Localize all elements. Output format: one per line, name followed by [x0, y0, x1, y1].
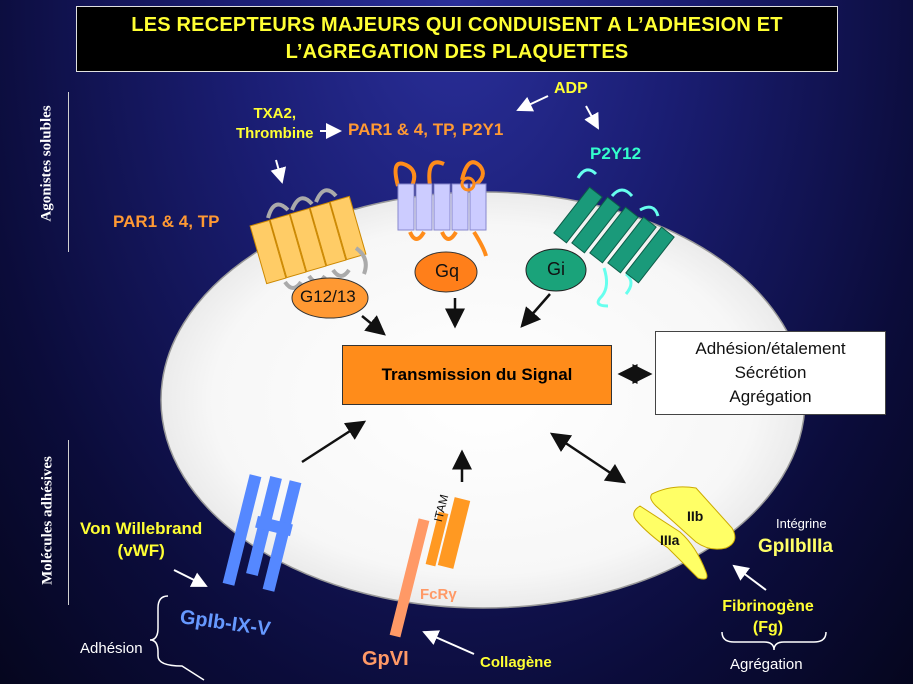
arrow-gi-to-signal	[520, 293, 551, 328]
outcome-box: Adhésion/étalement Sécrétion Agrégation	[655, 331, 886, 415]
arrow-adp-right	[584, 105, 599, 130]
par-tp-label: PAR1 & 4, TP	[113, 212, 220, 231]
gi-label: Gi	[547, 259, 565, 279]
gi-protein	[525, 248, 587, 292]
par-tp-p2y1-label: PAR1 & 4, TP, P2Y1	[348, 120, 504, 139]
g12-13-protein	[291, 277, 369, 319]
vwf-name: Von Willebrand	[80, 519, 203, 538]
arrow-gpib-to-signal	[301, 420, 367, 464]
arrow-vwf	[173, 569, 208, 587]
p2y12-label: P2Y12	[590, 144, 642, 163]
arrow-integrin-signal	[549, 432, 627, 484]
gq-label: Gq	[435, 261, 460, 281]
arrow-adp-left	[516, 95, 549, 112]
title-line-2: L’AGREGATION DES PLAQUETTES	[285, 41, 629, 63]
gpvi-label: GpVI	[362, 648, 409, 670]
agregation-label: Agrégation	[730, 656, 803, 673]
iiia-label: IIIa	[660, 532, 680, 548]
fibrinogene-abbr: (Fg)	[752, 619, 784, 636]
outcome-agregation: Agrégation	[729, 387, 812, 406]
collagene-label: Collagène	[480, 654, 552, 671]
fibrinogene-name: Fibrinogène	[722, 598, 814, 615]
gpiibiiia-label: GpIIbIIIa	[758, 536, 833, 557]
integrin-receptor	[633, 486, 736, 580]
iib-label: IIb	[687, 508, 704, 524]
integrine-label: Intégrine	[776, 516, 827, 531]
arrow-fibrinogene	[732, 564, 767, 591]
txa2-label: TXA2,	[253, 105, 296, 122]
adp-label: ADP	[554, 80, 588, 97]
title-box: LES RECEPTEURS MAJEURS QUI CONDUISENT A …	[76, 6, 838, 72]
thrombine-label: Thrombine	[236, 125, 314, 142]
fibrinogene-label: Fibrinogène (Fg)	[716, 596, 820, 638]
gpib-receptor	[222, 474, 302, 592]
outcome-adhesion: Adhésion/étalement	[695, 339, 846, 358]
vwf-abbr: (vWF)	[117, 541, 165, 560]
signal-label: Transmission du Signal	[381, 365, 573, 384]
par-tp-receptor	[249, 188, 368, 290]
p2y12-receptor	[553, 168, 675, 308]
par-tp-p2y1-receptor	[393, 160, 488, 257]
arrow-g12-to-signal	[361, 315, 386, 336]
arrow-collagene	[422, 630, 475, 655]
txa2-thrombine-label: TXA2, Thrombine	[236, 104, 314, 144]
adhesion-label: Adhésion	[80, 640, 143, 657]
g12-13-label: G12/13	[300, 287, 356, 306]
gq-protein	[414, 251, 478, 293]
agregation-brace	[721, 631, 827, 651]
gpvi-receptor	[389, 497, 471, 638]
arrow-par-down	[270, 159, 287, 184]
signal-box: Transmission du Signal	[342, 345, 612, 405]
outcome-secretion: Sécrétion	[734, 363, 807, 382]
side-rule-bottom	[68, 440, 69, 605]
title-line-1: LES RECEPTEURS MAJEURS QUI CONDUISENT A …	[131, 14, 783, 36]
vwf-label: Von Willebrand (vWF)	[80, 518, 202, 562]
side-rule-top	[68, 92, 69, 252]
fcr-label: FcRγ	[420, 586, 457, 603]
adhesion-brace	[149, 595, 205, 681]
